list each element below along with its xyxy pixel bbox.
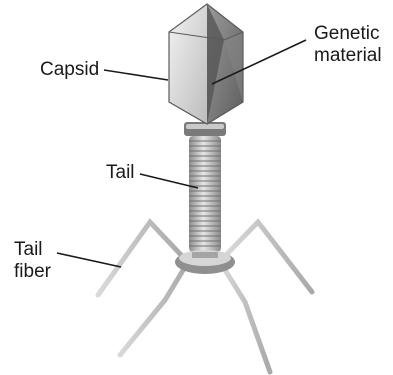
genetic-material-label-line1: Genetic [314, 23, 382, 45]
capsid-head [169, 4, 243, 124]
genetic-material-label-line2: material [314, 45, 382, 67]
tail-fiber-left-front [120, 262, 188, 355]
tail-fiber-leader-line [57, 253, 121, 267]
genetic-material-label: Genetic material [314, 23, 382, 67]
tail-fiber-left-back [98, 222, 182, 295]
tail-sheath [189, 136, 221, 252]
base-plate [175, 250, 235, 274]
tail-fiber-right-back [225, 222, 312, 292]
tail-fiber-label-line2: fiber [14, 261, 51, 283]
tail-label: Tail [106, 162, 135, 184]
tail-fiber-label: Tail fiber [14, 239, 51, 283]
capsid-leader-line [104, 70, 168, 80]
tail-fiber-right-front [220, 262, 270, 372]
tail-fiber-label-line1: Tail [14, 239, 51, 261]
capsid-label: Capsid [40, 59, 99, 81]
collar [184, 122, 226, 136]
